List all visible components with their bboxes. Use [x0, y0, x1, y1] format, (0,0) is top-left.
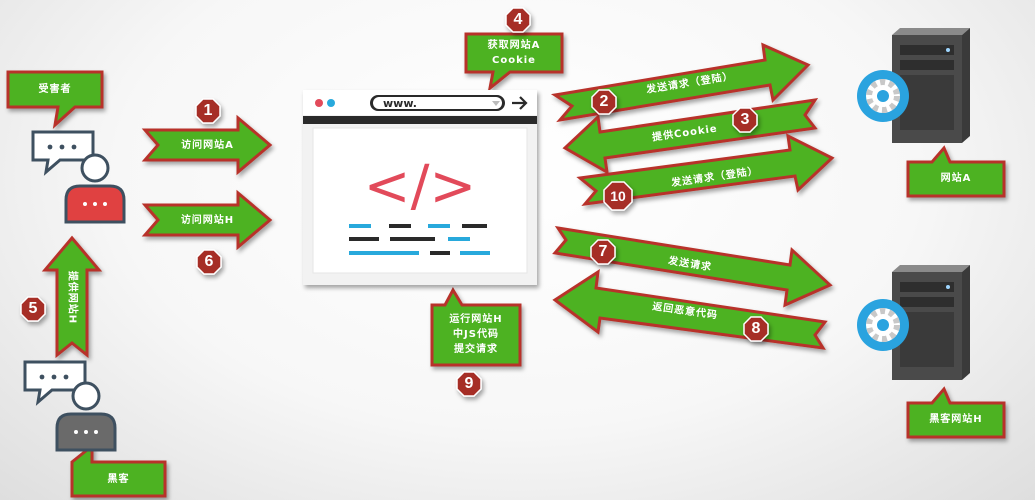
- step-badge-8: [743, 316, 769, 342]
- arrow-visit-h-label: 访问网站H: [180, 215, 235, 226]
- site-h-label: 黑客网站H: [929, 414, 983, 425]
- browser-window-icon: [303, 90, 537, 285]
- step-badge-10: [603, 181, 633, 211]
- step-badge-1: [195, 98, 221, 124]
- arrow-send-login: [550, 42, 811, 123]
- arrow-send-login-2: [576, 133, 835, 207]
- arrow-visit-h: [141, 189, 273, 251]
- get-cookie-callout: [464, 32, 564, 92]
- step-number-1: 1: [203, 102, 213, 119]
- victim-chat-user-icon: [31, 130, 126, 224]
- victim-callout: [6, 70, 104, 129]
- step-number-8: 8: [751, 320, 761, 337]
- server-icon: [892, 265, 970, 380]
- run-js-label: 运行网站H 中JS代码 提交请求: [449, 314, 503, 355]
- step-badge-3: [732, 107, 758, 133]
- gear-icon: [857, 299, 909, 351]
- arrow-provide-h: [41, 235, 103, 359]
- victim-label: 受害者: [38, 84, 72, 95]
- step-badge-6: [196, 249, 222, 275]
- get-cookie-label: 获取网站A Cookie: [487, 40, 541, 66]
- code-symbol: </>: [364, 154, 477, 219]
- step-number-5: 5: [28, 300, 38, 317]
- site-a-callout: [906, 145, 1006, 198]
- site-a-label: 网站A: [940, 173, 972, 184]
- hacker-label: 黑客: [107, 474, 130, 485]
- run-js-callout: [430, 286, 522, 367]
- step-badge-5: [20, 296, 46, 322]
- step-number-10: 10: [610, 188, 626, 204]
- arrow-visit-a: [141, 114, 273, 176]
- site-h-callout: [906, 386, 1006, 439]
- browser-url: www.: [383, 97, 417, 110]
- step-badge-2: [591, 89, 617, 115]
- step-number-9: 9: [464, 375, 474, 392]
- step-badge-7: [590, 239, 616, 265]
- arrow-visit-a-label: 访问网站A: [181, 140, 234, 151]
- hacker-chat-user-icon: [23, 360, 117, 452]
- step-number-4: 4: [513, 11, 523, 28]
- step-number-6: 6: [204, 253, 214, 270]
- step-number-2: 2: [599, 93, 609, 110]
- step-badge-4: [505, 7, 531, 33]
- arrow-provide-h-label: 提供网站H: [66, 270, 78, 325]
- step-number-3: 3: [740, 111, 750, 128]
- arrow-send-request: [552, 225, 833, 308]
- gear-icon: [857, 70, 909, 122]
- hacker-callout: [70, 442, 167, 498]
- step-badge-9: [456, 371, 482, 397]
- step-number-7: 7: [598, 243, 608, 260]
